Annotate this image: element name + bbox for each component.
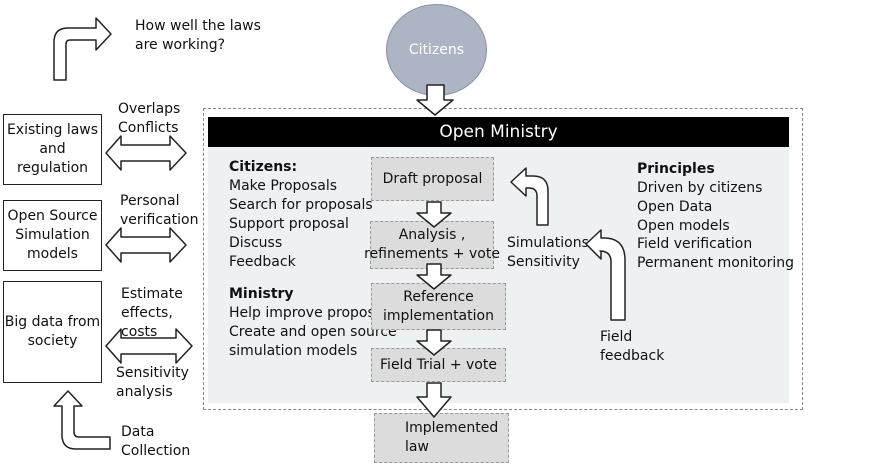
open-ministry-header: Open Ministry bbox=[208, 117, 789, 147]
citizens-item: Make Proposals bbox=[229, 178, 338, 194]
down-arrow-icon bbox=[416, 263, 452, 290]
overlaps-conflicts-label: Overlaps Conflicts bbox=[118, 101, 181, 136]
flow-step-label: Implemented law bbox=[405, 420, 499, 455]
ministry-item: Create and open source bbox=[229, 324, 397, 340]
ministry-item: Help improve proposal bbox=[229, 305, 388, 321]
estimate-effects-label: Estimate effects, costs bbox=[121, 286, 183, 340]
big-data-label: Big data from society bbox=[4, 314, 101, 349]
personal-verification-label: Personal verification bbox=[120, 193, 199, 228]
citizens-heading: Citizens: bbox=[229, 159, 298, 175]
curved-arrow-icon bbox=[53, 17, 112, 81]
citizens-item: Discuss bbox=[229, 235, 283, 251]
ministry-heading: Ministry bbox=[229, 286, 294, 302]
simulations-sensitivity-label: Simulations Sensitivity bbox=[507, 235, 589, 270]
double-arrow-icon bbox=[105, 328, 193, 364]
sensitivity-analysis-label: Sensitivity analysis bbox=[116, 365, 189, 400]
ministry-item: simulation models bbox=[229, 343, 358, 359]
curved-arrow-icon bbox=[53, 390, 111, 450]
down-arrow-icon bbox=[416, 329, 452, 356]
double-arrow-icon bbox=[105, 135, 187, 171]
flow-step-label: Draft proposal bbox=[382, 170, 483, 187]
panel-title: Open Ministry bbox=[439, 122, 558, 142]
citizens-circle-label: Citizens bbox=[408, 42, 465, 58]
citizens-item: Feedback bbox=[229, 254, 296, 270]
open-source-simulation-box: Open Source Simulation models bbox=[3, 200, 102, 271]
principles-item: Open models bbox=[637, 218, 730, 234]
down-arrow-icon bbox=[416, 84, 454, 116]
principles-item: Permanent monitoring bbox=[637, 255, 795, 271]
flow-step-field-trial: Field Trial + vote bbox=[371, 348, 506, 382]
principles-item: Field verification bbox=[637, 236, 753, 252]
down-arrow-icon bbox=[416, 201, 452, 228]
flow-step-label: Field Trial + vote bbox=[380, 356, 497, 373]
flow-step-analysis: Analysis , refinements + vote bbox=[364, 221, 500, 269]
curved-arrow-icon bbox=[585, 229, 626, 321]
principles-item: Open Data bbox=[637, 199, 713, 215]
flow-step-draft-proposal: Draft proposal bbox=[371, 157, 494, 201]
curved-arrow-icon bbox=[510, 167, 549, 226]
existing-laws-label: Existing laws and regulation bbox=[6, 122, 99, 176]
principles-heading: Principles bbox=[637, 161, 715, 177]
data-collection-label: Data Collection bbox=[121, 424, 191, 459]
flow-step-reference-implementation: Reference implementation bbox=[371, 283, 506, 330]
laws-working-note: How well the laws are working? bbox=[135, 18, 261, 53]
big-data-box: Big data from society bbox=[3, 281, 102, 383]
field-feedback-label: Field feedback bbox=[600, 329, 665, 364]
citizens-item: Search for proposals bbox=[229, 197, 373, 213]
open-source-simulation-label: Open Source Simulation models bbox=[7, 208, 98, 262]
double-arrow-icon bbox=[105, 227, 187, 263]
existing-laws-box: Existing laws and regulation bbox=[3, 114, 102, 185]
citizens-item: Support proposal bbox=[229, 216, 349, 232]
down-arrow-icon bbox=[416, 382, 452, 418]
flow-step-implemented-law: Implemented law bbox=[374, 413, 509, 463]
flow-step-label: Reference implementation bbox=[383, 288, 494, 324]
flow-step-label: Analysis , refinements + vote bbox=[364, 227, 500, 262]
principles-item: Driven by citizens bbox=[637, 180, 763, 196]
